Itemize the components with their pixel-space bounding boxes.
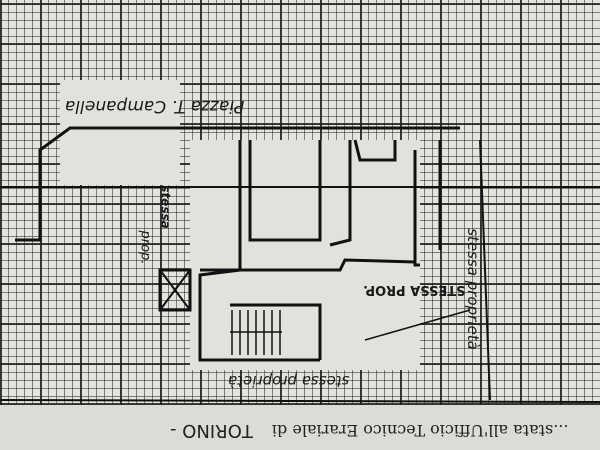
bottom-property-label: stessa proprietà <box>228 372 350 390</box>
document-footer <box>0 405 600 450</box>
right-property-label: stessa proprietà <box>463 228 482 350</box>
footer-text: ...stata all'Ufficio Tecnico Erariale di… <box>170 420 569 441</box>
left-stessa-label: stessa <box>158 185 173 229</box>
square-name-label: Piazza T. Campanella <box>65 96 245 116</box>
footer-city: TORINO - <box>170 420 253 441</box>
footer-office-text: ...stata all'Ufficio Tecnico Erariale di <box>271 421 569 440</box>
plan-area <box>60 80 180 185</box>
center-property-label: STESSA PROP. <box>363 282 466 297</box>
plan-area <box>190 140 420 370</box>
left-prop-label: prop. <box>137 230 153 265</box>
